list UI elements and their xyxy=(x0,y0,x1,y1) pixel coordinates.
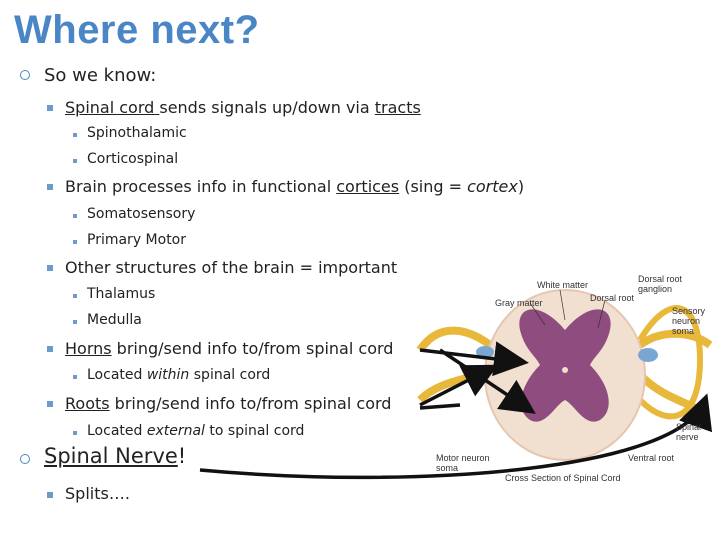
bullet-circle xyxy=(20,70,30,80)
bullet-dot xyxy=(73,214,77,218)
arrow-horns-1 xyxy=(419,341,529,377)
bullet-located-external: Located external to spinal cord xyxy=(87,423,305,439)
bullet-spinal-cord: Spinal cord sends signals up/down via tr… xyxy=(65,98,421,117)
bullet-so-we-know: So we know: xyxy=(44,65,157,86)
bullet-spinothalamic: Spinothalamic xyxy=(87,125,187,141)
bullet-dot xyxy=(73,294,77,298)
bullet-square xyxy=(47,105,53,111)
arrow-roots-2 xyxy=(419,403,461,410)
dorsal-root-ganglion-left xyxy=(476,346,494,358)
page-title: Where next? xyxy=(14,8,260,52)
nerve-right xyxy=(637,329,713,414)
bullet-corticospinal: Corticospinal xyxy=(87,151,179,167)
bullet-dot xyxy=(73,159,77,163)
gray-matter-shape xyxy=(519,309,611,422)
bullet-other-structures: Other structures of the brain = importan… xyxy=(65,258,398,277)
bullet-dot xyxy=(73,431,77,435)
bullet-thalamus: Thalamus xyxy=(87,286,156,302)
dorsal-root-ganglion xyxy=(638,348,658,362)
bullet-square xyxy=(47,346,53,352)
arrow-roots-1 xyxy=(419,364,499,407)
bullet-roots: Roots bring/send info to/from spinal cor… xyxy=(65,394,392,413)
bullet-circle xyxy=(20,454,30,464)
bullet-dot xyxy=(73,375,77,379)
arrow-horns-2 xyxy=(439,348,536,414)
bullet-brain: Brain processes info in functional corti… xyxy=(65,177,525,196)
bullet-splits: Splits…. xyxy=(65,484,130,503)
label-dorsal-root: Dorsal root xyxy=(590,293,635,303)
central-canal xyxy=(562,367,568,373)
bullet-dot xyxy=(73,240,77,244)
bullet-horns: Horns bring/send info to/from spinal cor… xyxy=(65,339,394,358)
bullet-square xyxy=(47,401,53,407)
label-diagram-caption: Cross Section of Spinal Cord xyxy=(505,473,621,483)
bullet-dot xyxy=(73,133,77,137)
bullet-square xyxy=(47,184,53,190)
label-line-white xyxy=(559,289,566,321)
bullet-located-within: Located within spinal cord xyxy=(87,367,271,383)
label-line-dorsal xyxy=(597,299,606,329)
white-matter-shape xyxy=(484,289,646,461)
bullet-square xyxy=(47,492,53,498)
label-gray-matter: Gray matter xyxy=(495,298,543,308)
bullet-primary-motor: Primary Motor xyxy=(87,232,187,248)
bullet-somatosensory: Somatosensory xyxy=(87,206,196,222)
label-ventral-root: Ventral root xyxy=(628,453,675,463)
label-white-matter: White matter xyxy=(537,280,589,290)
bullet-spinal-nerve: Spinal Nerve! xyxy=(44,444,187,468)
nerve-left xyxy=(416,326,493,403)
bullet-square xyxy=(47,265,53,271)
bullet-medulla: Medulla xyxy=(87,312,142,328)
bullet-dot xyxy=(73,320,77,324)
